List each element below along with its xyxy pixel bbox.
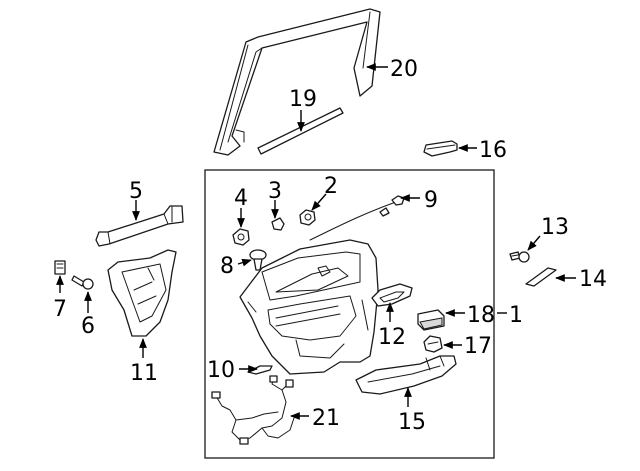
leader-8: [237, 258, 252, 267]
part-13-bolt: [509, 251, 530, 263]
callout-5: 5: [129, 179, 143, 204]
part-2-nut: [299, 209, 316, 226]
part-6-screw: [71, 275, 94, 290]
callout-20: 20: [390, 57, 418, 82]
callout-17: 17: [464, 334, 492, 359]
callout-16: 16: [479, 138, 507, 163]
callout-3: 3: [268, 179, 282, 204]
part-10-clip: [247, 365, 273, 375]
part-11-absorber-pad: [107, 249, 177, 337]
callout-1: 1: [509, 303, 523, 328]
part-3-clip: [271, 217, 285, 231]
part-9-cable: [309, 195, 405, 241]
callout-11: 11: [130, 361, 158, 386]
callout-10: 10: [207, 358, 235, 383]
part-7-clip: [54, 260, 66, 275]
callout-9: 9: [424, 188, 438, 213]
part-14-seal: [525, 267, 557, 287]
callout-6: 6: [81, 314, 95, 339]
callout-4: 4: [234, 186, 248, 211]
part-20-window-channel: [213, 8, 381, 156]
assembly-frame: [204, 169, 495, 459]
callout-7: 7: [53, 297, 67, 322]
leader-13: [527, 235, 541, 251]
callout-2: 2: [324, 174, 338, 199]
callout-14: 14: [579, 267, 607, 292]
callout-13: 13: [541, 215, 569, 240]
callout-18: 18: [467, 303, 495, 328]
part-5-bracket: [95, 205, 184, 247]
part-4-nut: [232, 228, 250, 246]
part-16-clip: [423, 140, 458, 157]
part-12-handle-bezel: [371, 283, 413, 307]
door-trim-panel: [239, 239, 379, 375]
part-18-switch: [417, 309, 445, 331]
part-15-armrest: [355, 355, 457, 395]
leader-2: [311, 193, 327, 211]
callout-21: 21: [312, 406, 340, 431]
callout-15: 15: [398, 410, 426, 435]
part-17-switch: [423, 335, 443, 353]
callout-8: 8: [220, 254, 234, 279]
callout-19: 19: [289, 87, 317, 112]
callout-12: 12: [378, 325, 406, 350]
part-21-wiring-harness: [211, 375, 295, 445]
